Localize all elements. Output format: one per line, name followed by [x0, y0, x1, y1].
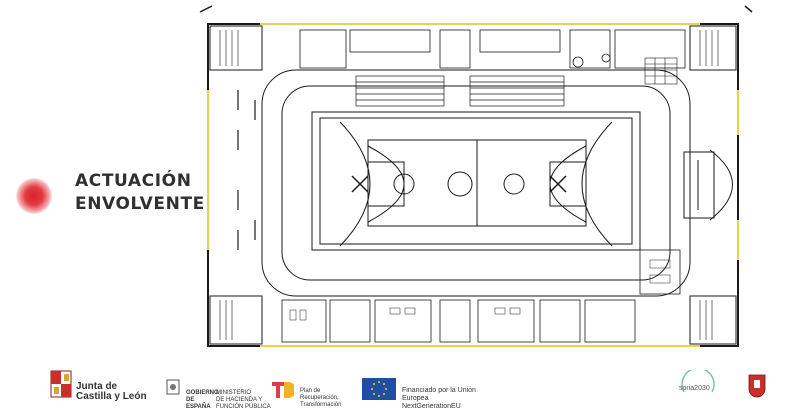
- ministerio-line2: DE HACIENDA Y FUNCIÓN PÚBLICA: [216, 397, 271, 410]
- seating-grid-ne: [644, 57, 678, 85]
- spain-shield-icon: [166, 379, 180, 395]
- ministerio-line1: MINISTERIO: [216, 390, 252, 396]
- city-shield-icon: [748, 374, 766, 398]
- ministerio-logo: MINISTERIO DE HACIENDA Y FUNCIÓN PÚBLICA: [216, 368, 276, 410]
- gobierno-line2: DE ESPAÑA: [186, 397, 211, 410]
- soria-city-shield-logo: [748, 368, 768, 400]
- footer-logos: Junta de Castilla y León GOBIERNO DE ESP…: [0, 368, 800, 410]
- prtr-icon: [272, 382, 294, 398]
- west-wall-openings: [237, 90, 256, 250]
- sports-hall-floor-plan: [199, 5, 753, 347]
- building-outline: [207, 23, 739, 347]
- section-title-line2: ENVOLVENTE: [75, 194, 205, 214]
- section-title-line1: ACTUACIÓN: [75, 171, 192, 191]
- three-point-arc-left: [367, 145, 405, 223]
- gobierno-line1: GOBIERNO: [186, 390, 219, 396]
- ue-nextgeneration-logo: Financiado por la Unión Europea NextGene…: [362, 368, 502, 410]
- coat-of-arms-icon: [50, 370, 72, 398]
- ue-line2: NextGenerationEU: [402, 403, 461, 410]
- free-throw-circle-right: [503, 173, 525, 195]
- south-rooms: [281, 249, 681, 343]
- court-boundary: [311, 111, 641, 251]
- eu-flag-icon: [362, 378, 396, 400]
- plan-line2: Transformación: [300, 402, 342, 408]
- free-throw-circle-left: [393, 173, 415, 195]
- bleachers-north-right: [469, 75, 565, 107]
- court-outer-line: [319, 117, 633, 245]
- ue-line1: Financiado por la Unión Europea: [402, 387, 476, 402]
- stair-tower-ne: [689, 25, 737, 71]
- section-title: ACTUACIÓN ENVOLVENTE: [75, 170, 205, 216]
- bleachers-north-left: [355, 75, 445, 107]
- jcyl-line2: Castilla y León: [76, 391, 147, 402]
- junta-castilla-leon-logo: Junta de Castilla y León: [50, 368, 150, 402]
- ring-corridor-outer: [261, 69, 691, 297]
- south-fixtures: [289, 259, 671, 321]
- north-rooms: [299, 29, 686, 69]
- envelope-highlight: [207, 23, 739, 347]
- center-circle: [447, 171, 473, 197]
- stair-tower-nw: [209, 25, 263, 71]
- soria2030-logo: soria2030: [676, 368, 722, 400]
- east-entrance-block: [683, 151, 715, 219]
- soria-circle-icon: [681, 370, 715, 393]
- stair-tower-se: [689, 295, 737, 345]
- section-marker-dot: [16, 178, 52, 214]
- plan-line1: Plan de Recuperación,: [300, 388, 339, 401]
- east-entrance-curve: [709, 149, 733, 221]
- stair-tower-sw: [209, 295, 263, 345]
- plan-recuperacion-logo: Plan de Recuperación, Transformación: [272, 368, 356, 408]
- three-point-arc-right: [549, 145, 587, 223]
- soria-label: soria2030: [679, 385, 710, 392]
- ring-corridor-inner: [281, 85, 671, 281]
- jcyl-line1: Junta de: [76, 381, 118, 392]
- gobierno-espana-logo: GOBIERNO DE ESPAÑA: [160, 368, 219, 410]
